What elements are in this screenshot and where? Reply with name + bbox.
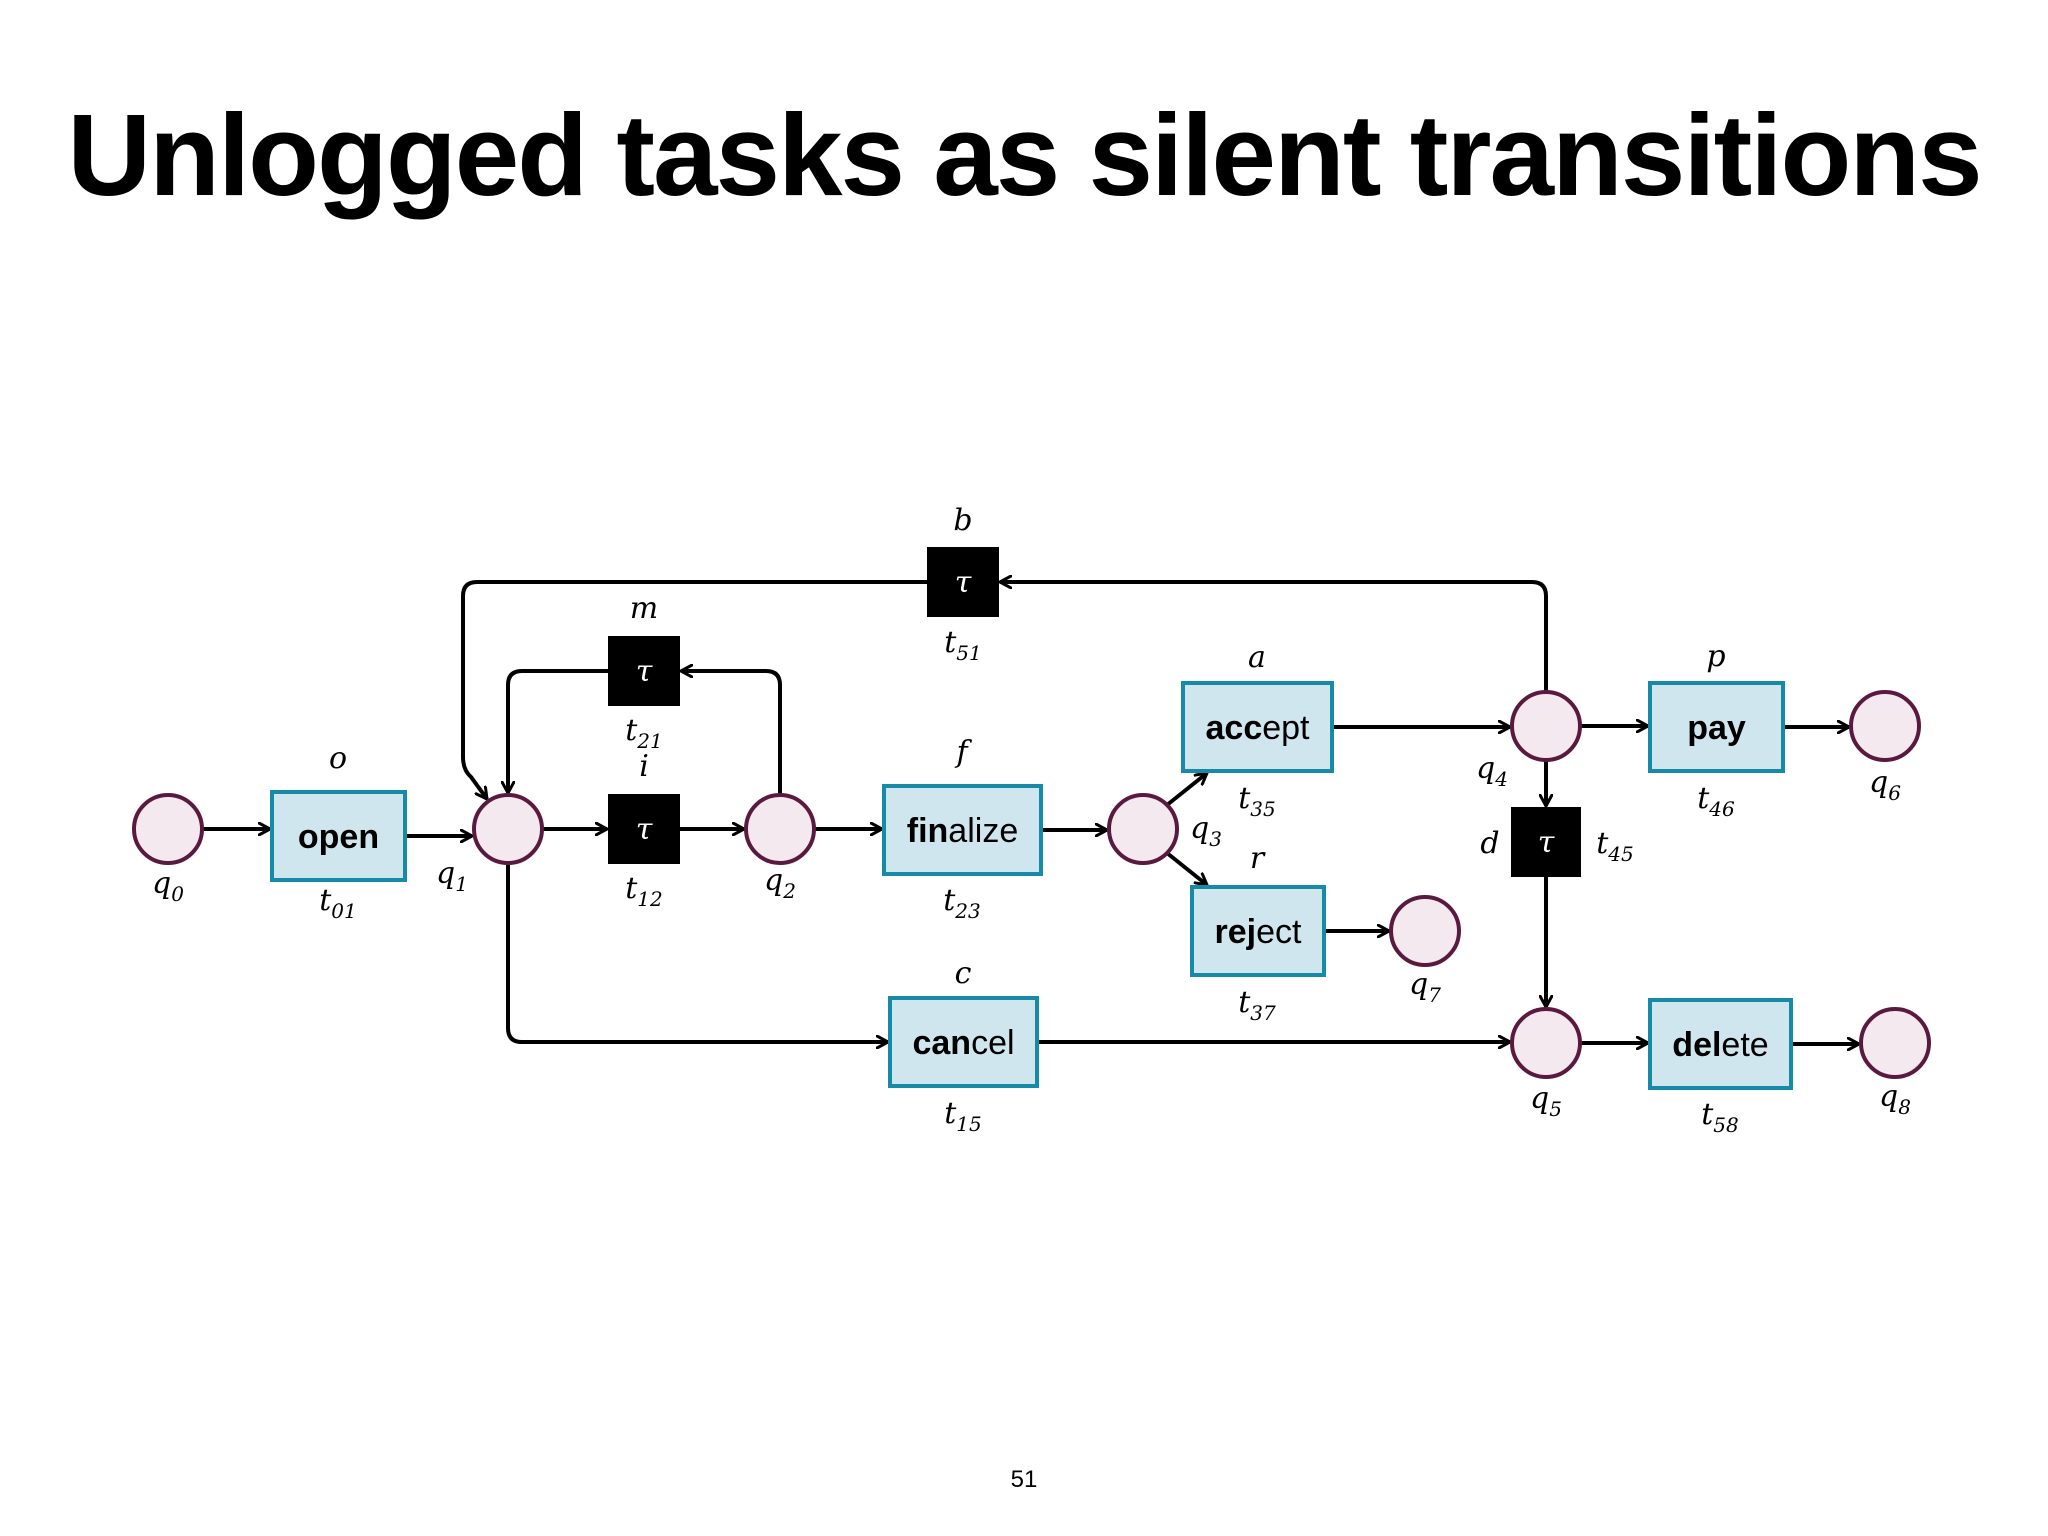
place-label-q5: q5 [1530, 1081, 1562, 1121]
arcs-layer [202, 582, 1859, 1044]
place-label-q4: q4 [1476, 751, 1508, 791]
transition-label-t21: t21 [625, 713, 663, 753]
task-name-t01: open [298, 818, 379, 856]
place-label-q2: q2 [764, 863, 796, 903]
transition-t58: delete [1648, 998, 1793, 1090]
transition-label-t58: t58 [1701, 1097, 1739, 1137]
labels-layer: q0 q1 q2 q3 q4 q5 q6 q7 q8 o t01 i t12 m t21 b t51 f t23 c t… [152, 503, 1911, 1137]
task-name-t37: reject [1215, 913, 1303, 951]
silent-box-t21 [608, 636, 680, 706]
task-box-t46 [1648, 681, 1785, 773]
place-q2 [744, 793, 816, 865]
activity-letter-t45: d [1480, 826, 1499, 861]
task-box-t37 [1190, 885, 1326, 977]
transition-t46: pay [1648, 681, 1785, 773]
transition-label-t46: t46 [1697, 781, 1735, 821]
task-box-t35 [1181, 681, 1334, 773]
transition-t15: cancel [888, 996, 1039, 1088]
nodes-layer: open τ τ τ finalize cancel accept reject τ pay del… [132, 547, 1931, 1090]
place-q7 [1389, 895, 1461, 967]
transition-t35: accept [1181, 681, 1334, 773]
transition-label-t45: t45 [1596, 826, 1634, 866]
activity-letter-t21: m [630, 591, 658, 626]
transition-t23: finalize [882, 784, 1043, 876]
place-q0 [132, 793, 204, 865]
activity-letter-t35: a [1248, 640, 1266, 675]
arc-t51-q1 [461, 580, 928, 799]
tau-symbol-t12: τ [636, 812, 653, 847]
silent-box-t12 [608, 794, 680, 864]
arc-q2-t21 [681, 671, 782, 795]
place-label-q6: q6 [1869, 765, 1901, 805]
activity-letter-t12: i [639, 749, 649, 784]
arc-q3-t35 [1165, 771, 1207, 807]
transition-t21: τ [608, 636, 680, 706]
silent-box-t45 [1511, 807, 1581, 877]
task-box-t58 [1648, 998, 1793, 1090]
transition-t45: τ [1511, 807, 1581, 877]
place-q3 [1107, 793, 1179, 865]
place-q1 [472, 793, 544, 865]
task-name-t46: pay [1687, 709, 1746, 747]
transition-label-t12: t12 [625, 871, 663, 911]
tau-symbol-t21: τ [636, 654, 653, 689]
transition-t01: open [270, 790, 407, 882]
transition-label-t35: t35 [1238, 781, 1276, 821]
activity-letter-t23: f [954, 735, 972, 770]
place-label-q7: q7 [1409, 967, 1441, 1007]
task-name-t15: cancel [912, 1024, 1014, 1062]
place-label-q3: q3 [1190, 811, 1222, 851]
transition-label-t51: t51 [944, 625, 982, 665]
transition-t37: reject [1190, 885, 1326, 977]
silent-box-t51 [927, 547, 999, 617]
activity-letter-t37: r [1250, 841, 1266, 876]
place-q5 [1510, 1007, 1582, 1079]
arc-q3-t37 [1165, 851, 1207, 887]
task-box-t01 [270, 790, 407, 882]
activity-letter-t15: c [955, 956, 972, 991]
place-q6 [1849, 690, 1921, 762]
slide-title: Unlogged tasks as silent transitions [67, 90, 1982, 220]
arc-q1-t15 [506, 863, 888, 1042]
tau-symbol-t45: τ [1538, 825, 1555, 860]
task-name-t35: accept [1206, 709, 1311, 747]
arc-q4-t51 [1000, 582, 1548, 692]
transition-label-t37: t37 [1238, 985, 1276, 1025]
task-box-t15 [888, 996, 1039, 1088]
tau-symbol-t51: τ [955, 565, 972, 600]
task-name-t23: finalize [907, 812, 1018, 850]
transition-label-t01: t01 [319, 883, 357, 923]
page-number: 51 [1010, 1466, 1038, 1493]
transition-label-t23: t23 [943, 883, 981, 923]
place-q4 [1510, 690, 1582, 762]
place-label-q0: q0 [152, 866, 184, 906]
task-box-t23 [882, 784, 1043, 876]
place-label-q8: q8 [1879, 1079, 1911, 1119]
place-q8 [1859, 1007, 1931, 1079]
arc-t21-q1 [508, 669, 609, 793]
activity-letter-t46: p [1706, 639, 1725, 674]
transition-t51: τ [927, 547, 999, 617]
place-label-q1: q1 [436, 856, 468, 896]
activity-letter-t01: o [329, 741, 347, 776]
transition-label-t15: t15 [944, 1096, 982, 1136]
activity-letter-t51: b [953, 503, 972, 538]
transition-t12: τ [608, 794, 680, 864]
task-name-t58: delete [1672, 1026, 1768, 1064]
